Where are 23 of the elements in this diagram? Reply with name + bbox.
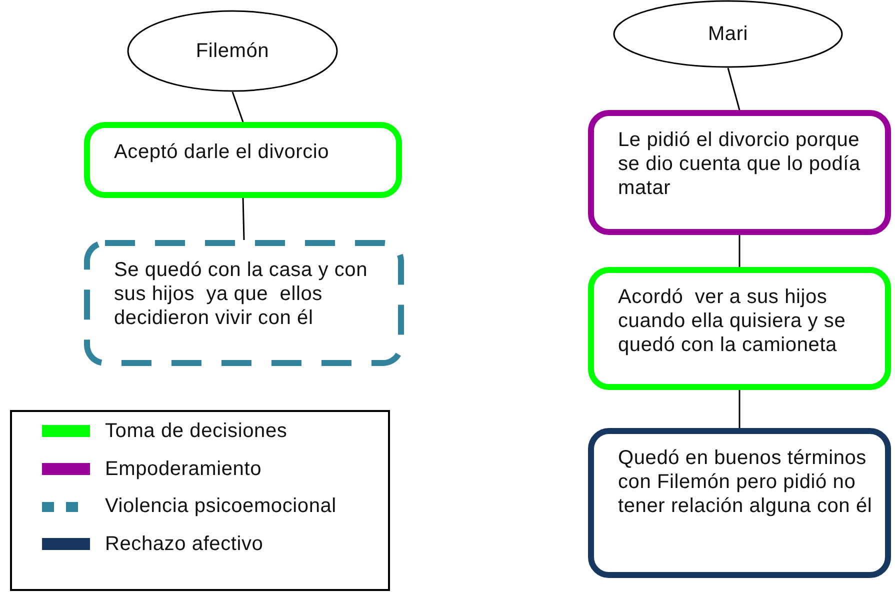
legend-label: Violencia psicoemocional	[105, 494, 336, 518]
process-box	[588, 267, 891, 390]
box-text: Aceptó darle el divorcio	[114, 140, 330, 164]
connector-line	[738, 390, 740, 428]
process-box	[588, 110, 891, 235]
start-ellipse	[127, 10, 338, 92]
legend-label: Empoderamiento	[105, 457, 262, 481]
box-text: Quedó en buenos términos con Filemón pero pidió no tener relación alguna con él	[618, 446, 874, 518]
box-text: Se quedó con la casa y con sus hijos ya que ellos decidieron vivir con él	[114, 258, 369, 330]
connector-line	[232, 92, 244, 122]
process-box	[84, 122, 402, 198]
connector-line	[738, 235, 740, 267]
box-text: Acordó ver a sus hijos cuando ella quisiera y se quedó con la camioneta	[618, 285, 847, 357]
process-box	[588, 428, 891, 578]
legend-label: Rechazo afectivo	[105, 532, 264, 556]
connector-line	[242, 198, 245, 240]
connector-line	[727, 68, 740, 110]
process-box	[84, 240, 404, 366]
start-ellipse	[613, 0, 843, 68]
node-label: Filemón	[194, 39, 270, 64]
box-text: Le pidió el divorcio porque se dio cuenta que lo podía matar	[618, 128, 862, 200]
node-label: Mari	[706, 22, 750, 47]
legend-label: Toma de decisiones	[105, 419, 288, 443]
